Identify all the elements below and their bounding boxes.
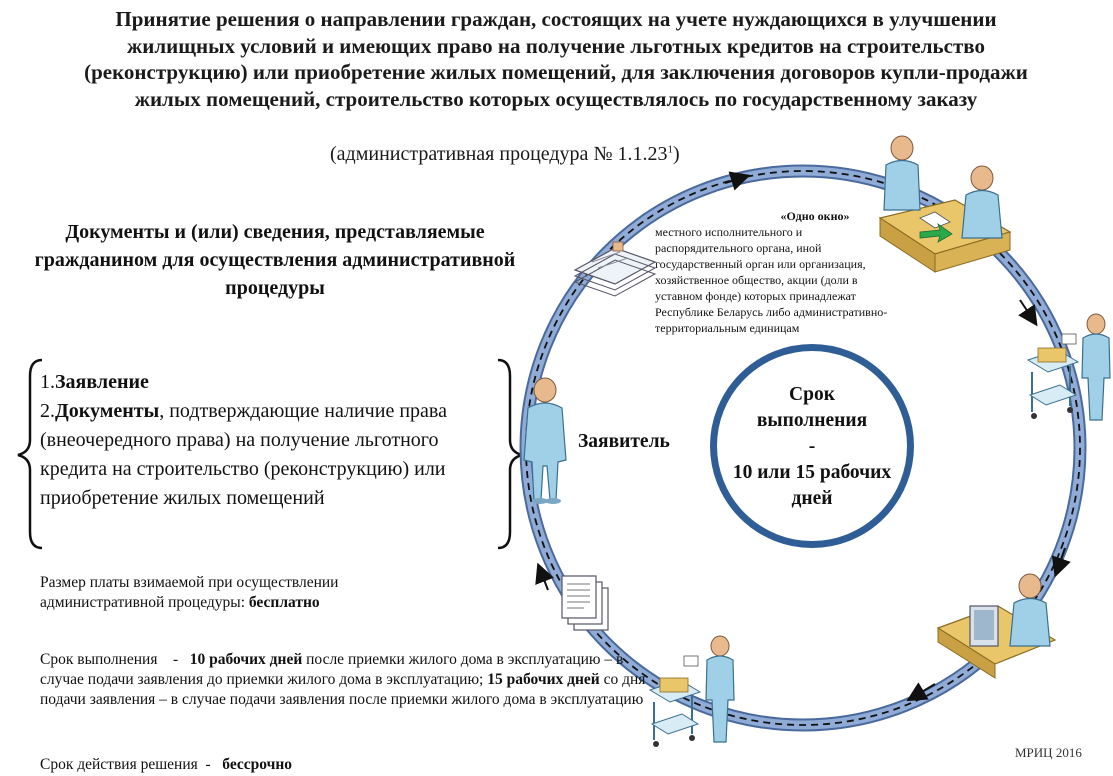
validity-label: Срок действия решения - [40,756,222,773]
document-cart-worker-bottom-icon [650,636,734,747]
right-brace [498,360,522,548]
one-window-line: хозяйственное общество, акции (доли в [655,272,965,288]
document-title: Документы [55,400,159,422]
validity-value: бессрочно [222,756,292,773]
documents-list: 1.Заявление 2.Документы, подтверждающие … [40,368,500,513]
one-window-line: уставном фонде) которых принадлежат [655,288,965,304]
document-number: 2. [40,400,55,422]
one-window-line: территориальным единицам [655,320,965,336]
term-line: - [700,434,924,460]
applicant-label: Заявитель [578,431,670,453]
left-brace [18,360,42,548]
term-line: выполнения [700,408,924,434]
term-line: дней [700,486,924,512]
credit-label: МРИЦ 2016 [1015,745,1082,761]
documents-heading: Документы и (или) сведения, представляем… [10,218,540,302]
one-window-line: Республике Беларусь либо административно… [655,304,965,320]
one-window-title: «Одно окно» [655,208,965,224]
paper-documents-icon [562,576,608,630]
document-cart-worker-icon [1028,314,1110,420]
term-line: Срок [700,382,924,408]
document-item: 2.Документы, подтверждающие наличие прав… [40,397,500,513]
flow-arrow-icon [1020,300,1032,318]
document-item: 1.Заявление [40,368,500,397]
term-text: Срок выполнения - 10 или 15 рабочих дней [700,382,924,512]
duration-value: 15 рабочих дней [487,671,600,688]
one-window-line: местного исполнительного и [655,224,965,240]
flow-arrow-icon [541,572,548,590]
duration-value: 10 рабочих дней [190,651,303,668]
one-window-description: «Одно окно» местного исполнительного и р… [655,208,965,336]
one-window-line: распорядительного органа, иной [655,240,965,256]
fee-value: бесплатно [249,594,320,611]
term-line: 10 или 15 рабочих [700,460,924,486]
document-number: 1. [40,371,55,393]
duration-note: Срок выполнения - 10 рабочих дней после … [40,650,650,710]
documents-stack-icon [575,242,655,296]
validity-note: Срок действия решения - бессрочно [40,755,640,775]
one-window-line: государственный орган или организация, [655,256,965,272]
duration-label: Срок выполнения - [40,651,190,668]
computer-worker-icon [938,574,1055,678]
document-title: Заявление [55,371,149,393]
fee-note: Размер платы взимаемой при осуществлении… [40,573,420,613]
